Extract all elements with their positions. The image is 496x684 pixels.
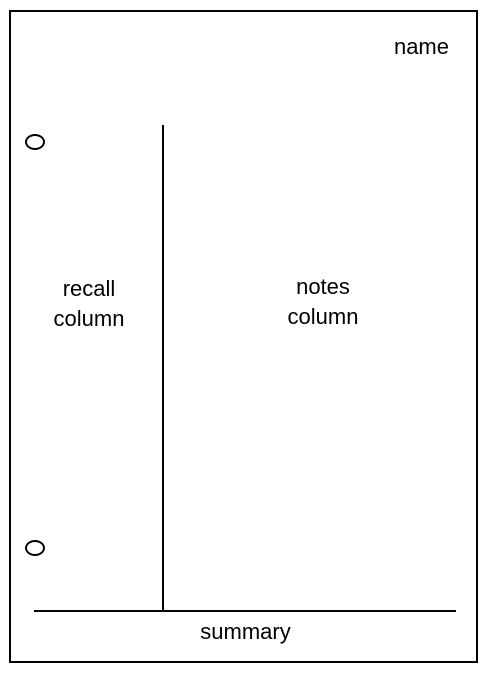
summary-label: summary	[200, 619, 291, 644]
binder-hole-top	[25, 134, 45, 150]
summary-divider	[34, 610, 456, 612]
cornell-notes-page: name recall column notes column summary	[9, 10, 478, 663]
binder-hole-bottom	[25, 540, 45, 556]
recall-notes-divider	[162, 125, 164, 612]
notes-column-label: notes column	[243, 272, 403, 332]
name-label: name	[393, 34, 449, 59]
recall-column-label: recall column	[19, 274, 159, 334]
recall-label-line-1: recall	[62, 276, 116, 301]
recall-label-line-2: column	[53, 306, 125, 331]
notes-label-line-2: column	[287, 304, 359, 329]
notes-label-line-1: notes	[296, 274, 350, 299]
